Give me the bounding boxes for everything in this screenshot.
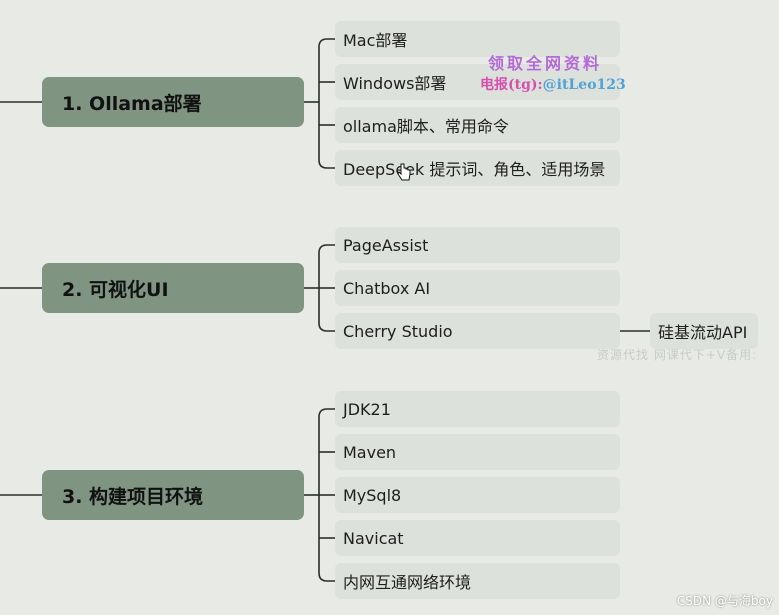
watermark-line2: 电报(tg):@itLeo123 xyxy=(480,74,626,94)
leaf-ollama-scripts[interactable]: ollama脚本、常用命令 xyxy=(335,107,620,143)
leaf-deepseek-prompts[interactable]: DeepSeek 提示词、角色、适用场景 xyxy=(335,150,620,186)
watermark-line1: 领取全网资料 xyxy=(488,54,603,73)
leaf-maven[interactable]: Maven xyxy=(335,434,620,470)
watermark-telegram-handle: @itLeo123 xyxy=(542,77,626,93)
branch-ollama-deploy[interactable]: 1. Ollama部署 xyxy=(42,77,304,127)
watermark-line3: 资源代找 网课代下+V备用: xyxy=(597,348,758,362)
leaf-siliconflow-api[interactable]: 硅基流动API xyxy=(650,313,758,349)
leaf-navicat[interactable]: Navicat xyxy=(335,520,620,556)
leaf-jdk21[interactable]: JDK21 xyxy=(335,391,620,427)
hand-cursor-icon xyxy=(397,163,411,181)
leaf-pageassist[interactable]: PageAssist xyxy=(335,227,620,263)
branch-project-env[interactable]: 3. 构建项目环境 xyxy=(42,470,304,520)
branch-visual-ui[interactable]: 2. 可视化UI xyxy=(42,263,304,313)
leaf-cherry-studio[interactable]: Cherry Studio xyxy=(335,313,620,349)
csdn-credit: CSDN @与海boy xyxy=(676,594,773,608)
watermark-telegram-prefix: 电报(tg): xyxy=(480,77,543,93)
leaf-intranet-network[interactable]: 内网互通网络环境 xyxy=(335,563,620,599)
leaf-chatbox-ai[interactable]: Chatbox AI xyxy=(335,270,620,306)
leaf-mysql8[interactable]: MySql8 xyxy=(335,477,620,513)
leaf-windows-deploy[interactable]: Windows部署 xyxy=(335,64,620,100)
leaf-mac-deploy[interactable]: Mac部署 xyxy=(335,21,620,57)
